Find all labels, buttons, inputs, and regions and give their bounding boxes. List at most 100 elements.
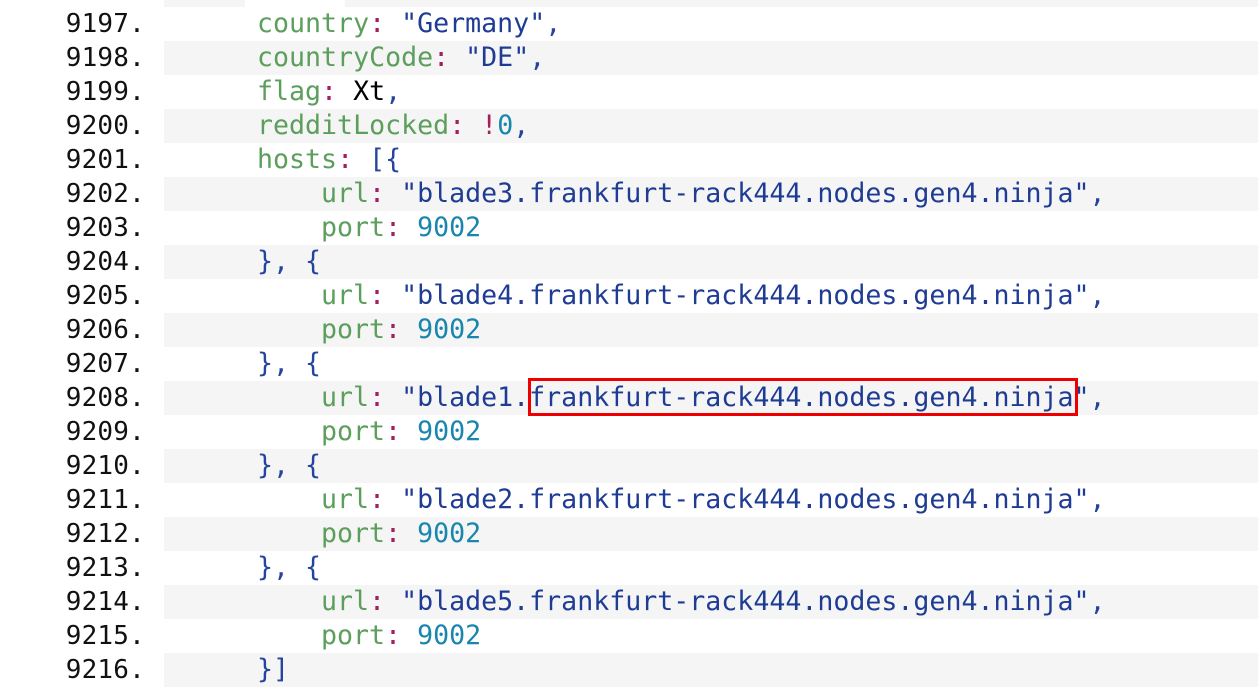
operator: : [369,382,386,413]
bracket-punctuation: , [1089,586,1106,617]
property-key: port [321,518,386,549]
identifier: Xt [353,76,386,107]
code-line: 9204. }, { [0,245,1258,279]
code-text: url: "blade4.frankfurt-rack444.nodes.gen… [164,279,1258,313]
operator: : [433,42,450,73]
line-number: 9204. [65,247,145,277]
property-key: url [321,586,370,617]
line-number: 9203. [65,213,145,243]
code-text: }, { [164,449,1258,483]
code-line: 9207. }, { [0,347,1258,381]
bracket-punctuation: , [1089,178,1106,209]
operator: : [385,314,402,345]
code-line: 9216.}] [0,653,1258,687]
whitespace [337,76,353,107]
bracket-punctuation: }, { [257,450,322,481]
code-text: port: 9002 [164,415,1258,449]
bracket-punctuation: , [385,76,402,107]
property-key: hosts [257,144,338,175]
line-number: 9197. [65,9,145,39]
bracket-punctuation: , [1089,382,1106,413]
operator: : [369,178,386,209]
code-line: 9211. url: "blade2.frankfurt-rack444.node… [0,483,1258,517]
operator: : [337,144,354,175]
code-text: redditLocked: !0, [164,109,1258,143]
whitespace [385,586,401,617]
bracket-punctuation: , [1089,484,1106,515]
whitespace [401,416,417,447]
code-text: url: "blade5.frankfurt-rack444.nodes.gen… [164,585,1258,619]
property-key: countryCode [257,42,434,73]
operator: : [449,110,466,141]
code-line: 9202.url: "blade3.frankfurt-rack444.node… [0,177,1258,211]
property-key: port [321,416,386,447]
property-key: url [321,484,370,515]
code-text: port: 9002 [164,619,1258,653]
code-text: }, { [164,551,1258,585]
bracket-punctuation: }, { [257,246,322,277]
code-text: }, { [164,347,1258,381]
whitespace [385,280,401,311]
code-text: flag: Xt, [164,75,1258,109]
property-key: port [321,314,386,345]
property-key: url [321,280,370,311]
code-line: 9209. port: 9002 [0,415,1258,449]
string-literal: "DE" [465,42,530,73]
property-key: country [257,8,370,39]
operator: : [385,620,402,651]
line-number: 9213. [65,553,145,583]
bracket-punctuation: , [545,8,562,39]
code-text: }, { [164,245,1258,279]
line-number: 9211. [65,485,145,515]
property-key: port [321,620,386,651]
code-line: 9203.port: 9002 [0,211,1258,245]
code-text: url: "blade1.frankfurt-rack444.nodes.gen… [164,381,1258,415]
code-text: hosts: [{ [164,143,1258,177]
string-literal: "blade3.frankfurt-rack444.nodes.gen4.nin… [401,178,1090,209]
operator: : [385,518,402,549]
bracket-punctuation: }] [257,654,290,685]
whitespace [401,620,417,651]
property-key: url [321,382,370,413]
line-number: 9209. [65,417,145,447]
code-text: url: "blade3.frankfurt-rack444.nodes.gen… [164,177,1258,211]
code-line: 9213. }, { [0,551,1258,585]
whitespace [353,144,369,175]
code-line: 9214.url: "blade5.frankfurt-rack444.node… [0,585,1258,619]
operator: : [369,484,386,515]
line-number: 9201. [65,145,145,175]
number-literal: 9002 [417,212,482,243]
number-literal: 9002 [417,518,482,549]
bracket-punctuation: , [1089,280,1106,311]
operator: : [321,76,338,107]
bracket-punctuation: [{ [369,144,402,175]
line-number: 9206. [65,315,145,345]
whitespace [465,110,481,141]
whitespace [385,178,401,209]
line-number: 9215. [65,621,145,651]
line-number: 9210. [65,451,145,481]
whitespace [401,518,417,549]
property-key: port [321,212,386,243]
property-key: url [321,178,370,209]
previous-line-remnant [0,0,1258,7]
line-number: 9198. [65,43,145,73]
whitespace [385,382,401,413]
string-literal: "blade4.frankfurt-rack444.nodes.gen4.nin… [401,280,1090,311]
whitespace [401,314,417,345]
line-number: 9207. [65,349,145,379]
code-text: url: "blade2.frankfurt-rack444.nodes.gen… [164,483,1258,517]
operator: : [369,280,386,311]
string-literal: "blade2.frankfurt-rack444.nodes.gen4.nin… [401,484,1090,515]
line-number: 9216. [65,655,145,685]
code-line: 9199.flag: Xt, [0,75,1258,109]
line-number: 9200. [65,111,145,141]
code-line: 9200. redditLocked: !0, [0,109,1258,143]
code-line: 9212.port: 9002 [0,517,1258,551]
line-number: 9208. [65,383,145,413]
code-listing: 9197. country: "Germany", 9198. countryCode… [0,7,1258,687]
code-line: 9205.url: "blade4.frankfurt-rack444.node… [0,279,1258,313]
code-line: 9208. url: "blade1.frankfurt-rack444.node… [0,381,1258,415]
string-literal: "Germany" [401,8,546,39]
code-line: 9198.countryCode: "DE", [0,41,1258,75]
